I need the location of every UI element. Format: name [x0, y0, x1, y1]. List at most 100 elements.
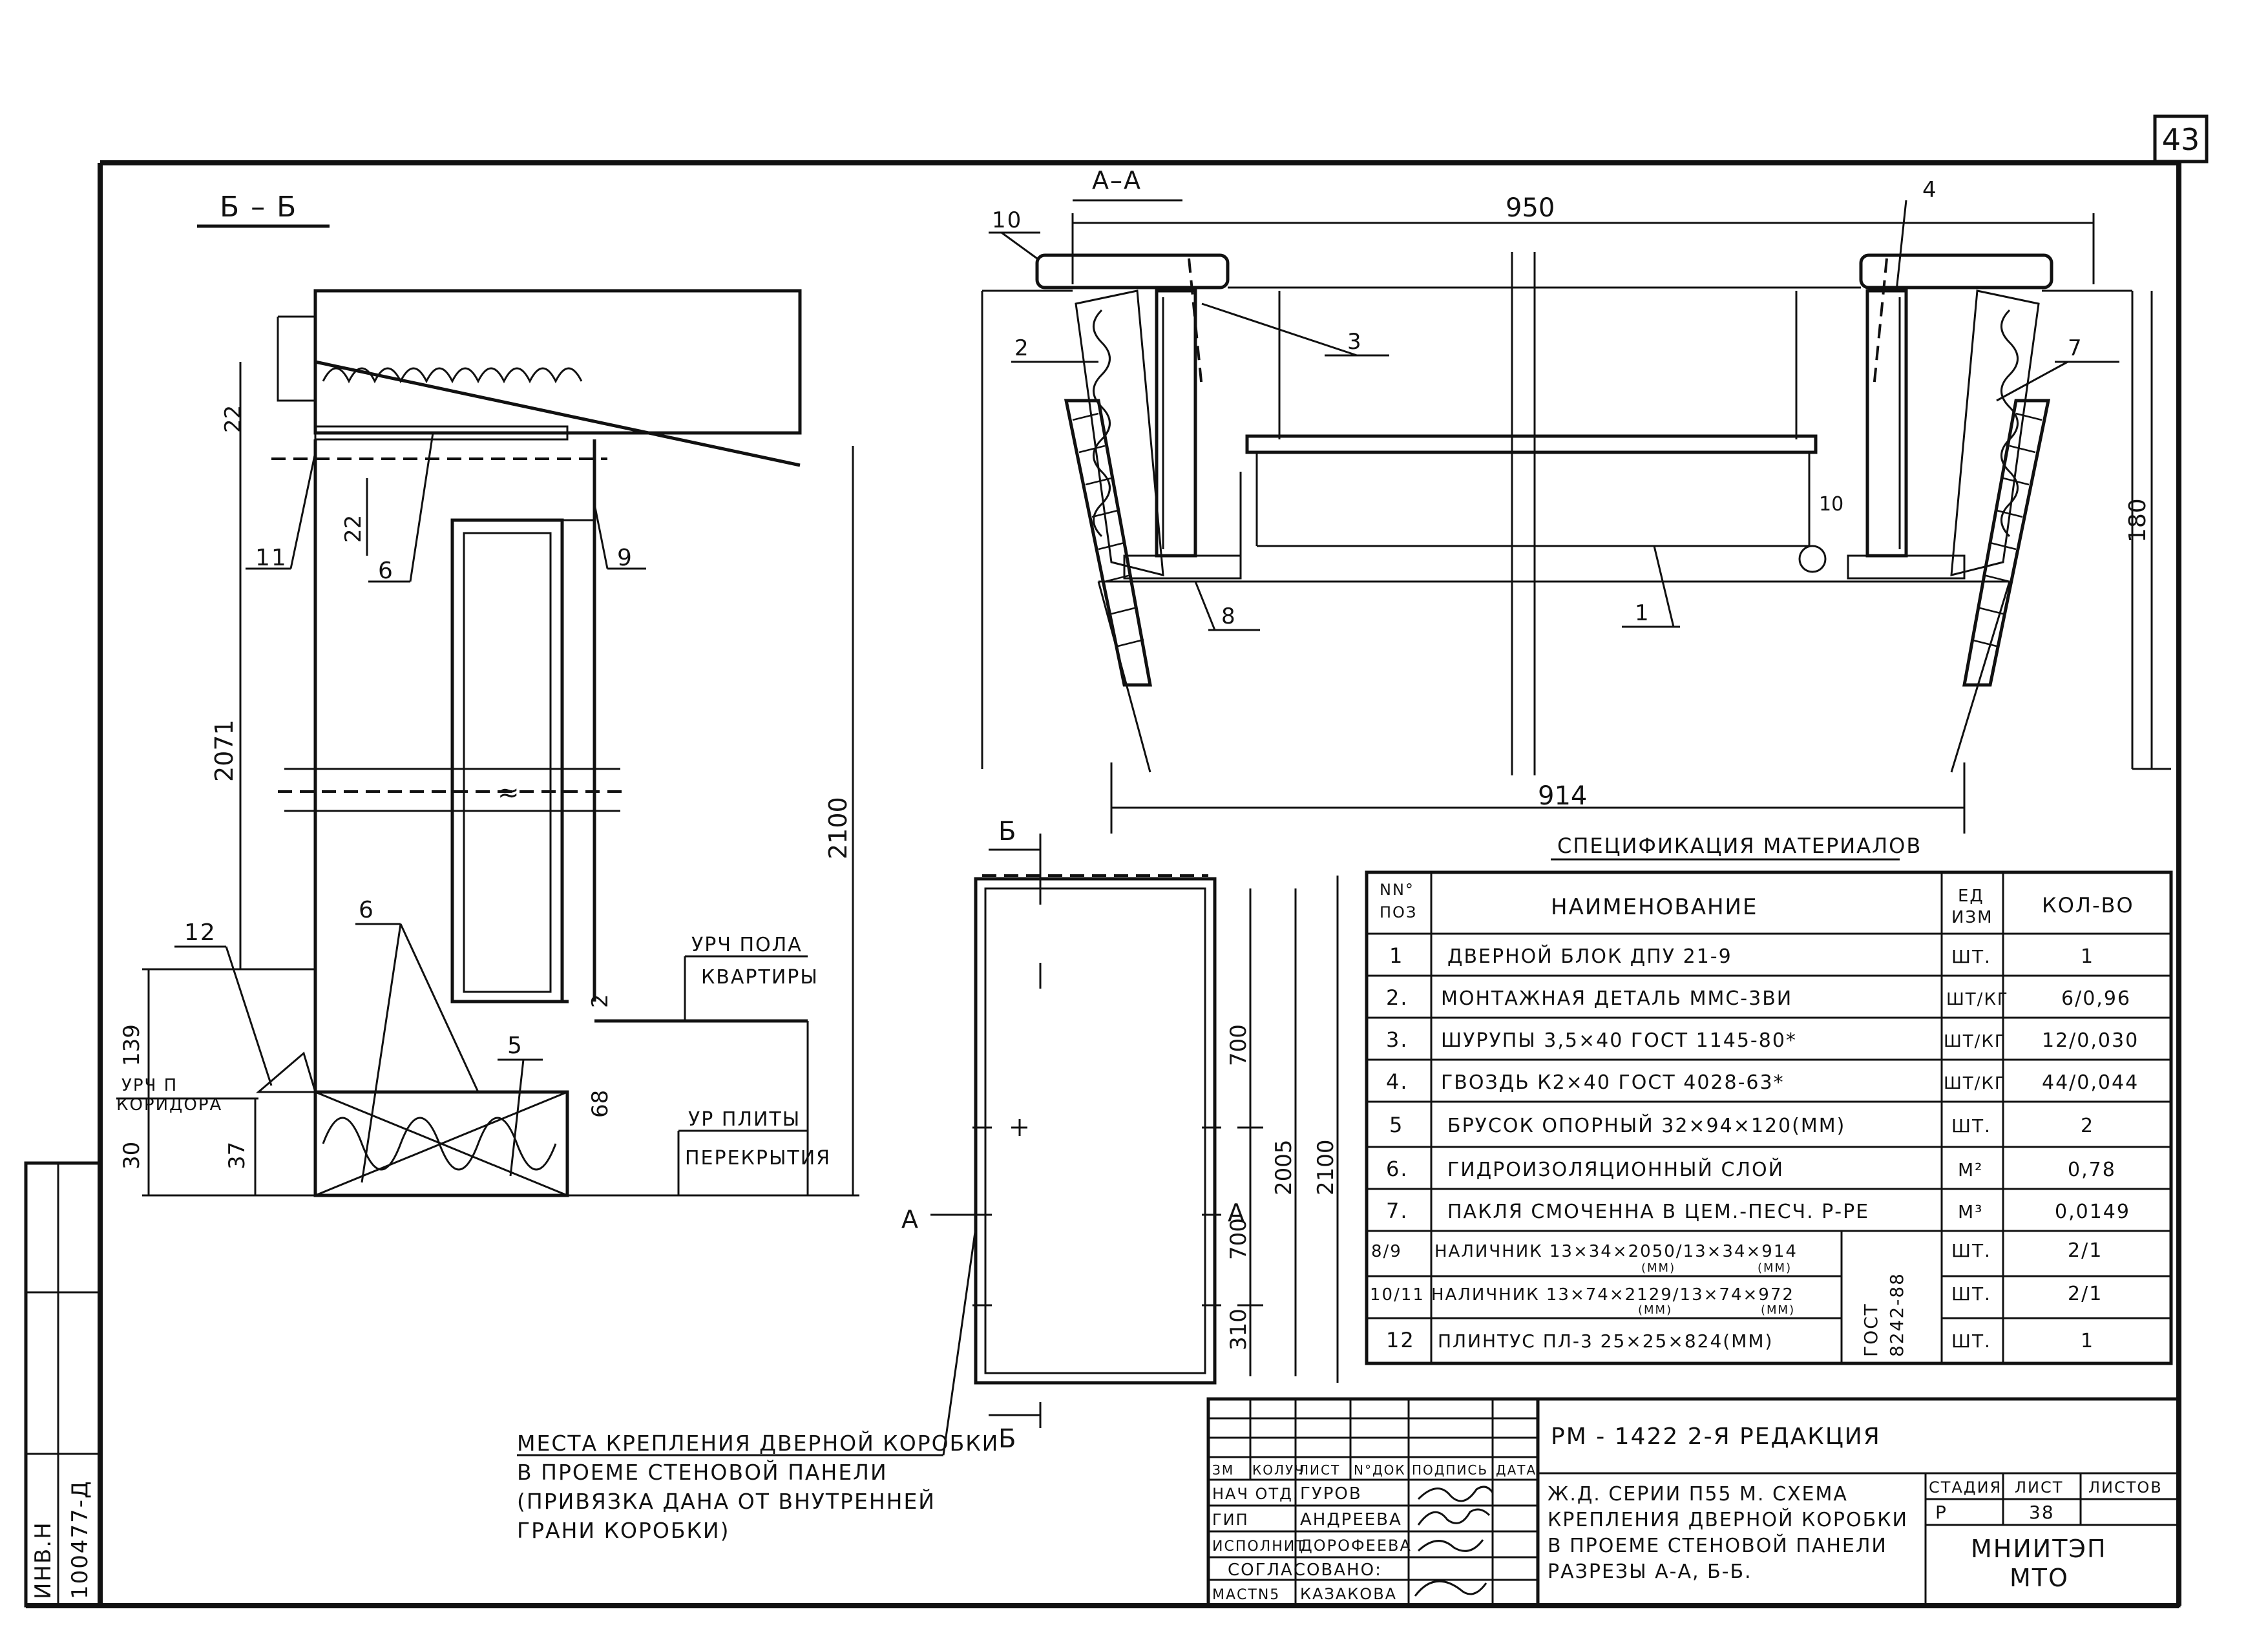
tow-packing — [322, 367, 583, 384]
svg-text:КОЛ-ВО: КОЛ-ВО — [2042, 893, 2134, 918]
svg-text:В ПРОЕМЕ СТЕНОВОЙ ПАНЕЛИ: В ПРОЕМЕ СТЕНОВОЙ ПАНЕЛИ — [1548, 1534, 1887, 1557]
svg-text:М³: М³ — [1958, 1201, 1983, 1223]
door-opening-outline — [974, 877, 1217, 1385]
spec-row: 2. МОНТАЖНАЯ ДЕТАЛЬ ММС-3ВИ ШТ/КГ 6/0,96 — [1386, 985, 2131, 1010]
svg-text:NN°: NN° — [1380, 881, 1414, 899]
svg-text:12/0,030: 12/0,030 — [2042, 1029, 2139, 1052]
materials-spec: СПЕЦИФИКАЦИЯ МАТЕРИАЛОВ NN° ПОЗ НАИМЕНОВ… — [1365, 834, 2173, 1365]
svg-text:6.: 6. — [1386, 1157, 1409, 1181]
spec-row: 7. ПАКЛЯ СМОЧЕННА В ЦЕМ.-ПЕСЧ. Р-РЕ М³ 0… — [1386, 1199, 2130, 1223]
spec-gost: ГОСТ — [1860, 1303, 1882, 1357]
spec-row: 10/11 НАЛИЧНИК 13×74×2129/13×74×972 (ММ)… — [1370, 1283, 2103, 1317]
level-corridor-floor: УРЧ П КОРИДОРА — [116, 1076, 258, 1115]
svg-text:ЕД: ЕД — [1958, 887, 1984, 906]
dim-2: 2 — [587, 994, 613, 1008]
svg-text:ДАТА: ДАТА — [1496, 1462, 1537, 1478]
spec-row: 3. ШУРУПЫ 3,5×40 ГОСТ 1145-80* ШТ/КГ 12/… — [1386, 1027, 2139, 1052]
dim-2100-elev: 2100 — [1313, 1139, 1339, 1195]
dim-22-a: 22 — [220, 405, 246, 433]
doc-code: РМ - 1422 2-Я РЕДАКЦИЯ — [1551, 1423, 1881, 1450]
svg-text:1: 1 — [2081, 1330, 2094, 1352]
svg-text:ЛИСТ: ЛИСТ — [2015, 1478, 2063, 1497]
svg-text:44/0,044: 44/0,044 — [2042, 1071, 2139, 1094]
section-bb-title: Б – Б — [220, 191, 297, 224]
dim-30: 30 — [119, 1142, 145, 1170]
svg-text:2/1: 2/1 — [2068, 1283, 2103, 1305]
dim-37: 37 — [224, 1142, 250, 1170]
svg-text:КОЛУЧ: КОЛУЧ — [1252, 1462, 1305, 1478]
callout-3: 3 — [1347, 329, 1363, 355]
door-elevation: Б А А Б 700 700 310 2005 2100 — [901, 817, 1339, 1454]
svg-text:ИСПОЛНИТ: ИСПОЛНИТ — [1212, 1539, 1306, 1555]
svg-text:3.: 3. — [1386, 1027, 1409, 1052]
svg-text:НАЛИЧНИК 13×34×2050/13×34×914: НАЛИЧНИК 13×34×2050/13×34×914 — [1434, 1242, 1798, 1261]
svg-text:ГРАНИ КОРОБКИ): ГРАНИ КОРОБКИ) — [517, 1518, 730, 1543]
svg-text:ГУРОВ: ГУРОВ — [1300, 1484, 1362, 1504]
agreed-label: СОГЛАСОВАНО: — [1228, 1560, 1382, 1580]
marker-a-left: А — [901, 1205, 919, 1234]
svg-text:ШТ.: ШТ. — [1951, 946, 1991, 967]
signatory-row: НАЧ ОТД. ГУРОВ — [1212, 1484, 1362, 1504]
svg-text:НАЛИЧНИК 13×74×2129/13×74×972: НАЛИЧНИК 13×74×2129/13×74×972 — [1431, 1285, 1794, 1305]
svg-text:ЛИСТОВ: ЛИСТОВ — [2088, 1478, 2163, 1497]
svg-text:(ПРИВЯЗКА ДАНА ОТ ВНУТРЕННЕЙ: (ПРИВЯЗКА ДАНА ОТ ВНУТРЕННЕЙ — [517, 1488, 936, 1514]
mast-label: МАСТN5 — [1212, 1587, 1280, 1603]
svg-text:БРУСОК ОПОРНЫЙ 32×94×120(ММ): БРУСОК ОПОРНЫЙ 32×94×120(ММ) — [1447, 1114, 1845, 1137]
svg-text:Ж.Д. СЕРИИ П55 М. СХЕМА: Ж.Д. СЕРИИ П55 М. СХЕМА — [1548, 1483, 1848, 1506]
callout-11: 11 — [255, 545, 288, 571]
dim-310: 310 — [1226, 1308, 1252, 1350]
svg-text:ШТ.: ШТ. — [1951, 1115, 1991, 1137]
svg-text:ПОДПИСЬ: ПОДПИСЬ — [1412, 1462, 1488, 1478]
svg-text:УРЧ ПОЛА: УРЧ ПОЛА — [691, 934, 803, 956]
svg-text:(ММ): (ММ) — [1641, 1261, 1675, 1275]
callout-9: 9 — [617, 545, 633, 571]
svg-text:6/0,96: 6/0,96 — [2061, 987, 2131, 1010]
section-bb: Б – Б ≈ 22 22 207 — [116, 191, 859, 1197]
svg-text:8/9: 8/9 — [1371, 1242, 1402, 1261]
callout-1: 1 — [1635, 600, 1650, 626]
marker-a-right: А — [1228, 1199, 1246, 1227]
dim-2071: 2071 — [210, 719, 238, 782]
svg-text:2/1: 2/1 — [2068, 1239, 2103, 1262]
callout-6-top: 6 — [378, 558, 394, 584]
svg-text:1: 1 — [1389, 943, 1403, 968]
signature-4 — [1414, 1580, 1487, 1597]
wall-head-block — [313, 289, 802, 435]
svg-text:ЛИСТ: ЛИСТ — [1299, 1462, 1340, 1478]
side-stamp-label: ИНВ.Н — [30, 1521, 56, 1599]
mast-name: КАЗАКОВА — [1300, 1585, 1397, 1603]
svg-text:0,78: 0,78 — [2068, 1159, 2116, 1181]
dim-180: 180 — [2125, 498, 2151, 543]
svg-text:ПЕРЕКРЫТИЯ: ПЕРЕКРЫТИЯ — [685, 1147, 831, 1170]
dim-22-b: 22 — [341, 515, 366, 543]
svg-text:В ПРОЕМЕ СТЕНОВОЙ ПАНЕЛИ: В ПРОЕМЕ СТЕНОВОЙ ПАНЕЛИ — [517, 1459, 888, 1485]
dim-10: 10 — [1819, 493, 1843, 516]
fixing-note: МЕСТА КРЕПЛЕНИЯ ДВЕРНОЙ КОРОБКИ В ПРОЕМЕ… — [517, 1227, 999, 1543]
svg-text:РАЗРЕЗЫ А-А, Б-Б.: РАЗРЕЗЫ А-А, Б-Б. — [1548, 1560, 1752, 1583]
signature-1 — [1417, 1486, 1494, 1502]
spec-title: СПЕЦИФИКАЦИЯ МАТЕРИАЛОВ — [1557, 834, 1922, 858]
svg-text:ПЛИНТУС ПЛ-3 25×25×824(ММ): ПЛИНТУС ПЛ-3 25×25×824(ММ) — [1438, 1330, 1773, 1352]
svg-text:ДОРОФЕЕВА: ДОРОФЕЕВА — [1300, 1537, 1412, 1555]
section-aa-title: А–А — [1092, 166, 1142, 194]
side-stamp: ИНВ.Н 100477-Д — [24, 1161, 102, 1608]
callout-10: 10 — [992, 207, 1022, 233]
svg-text:СТАДИЯ: СТАДИЯ — [1929, 1478, 2002, 1497]
svg-text:(ММ): (ММ) — [1638, 1303, 1672, 1317]
svg-text:МЕСТА КРЕПЛЕНИЯ ДВЕРНОЙ КОРОБК: МЕСТА КРЕПЛЕНИЯ ДВЕРНОЙ КОРОБКИ — [517, 1430, 999, 1456]
svg-text:7.: 7. — [1386, 1199, 1409, 1223]
svg-text:НАИМЕНОВАНИЕ: НАИМЕНОВАНИЕ — [1551, 894, 1758, 920]
door-leaf-plan — [1245, 434, 1818, 454]
side-stamp-number: 100477-Д — [67, 1480, 93, 1599]
section-aa: А–А 950 — [981, 166, 2171, 834]
tow-left — [1093, 309, 1111, 538]
svg-text:ЗМ: ЗМ — [1212, 1462, 1234, 1478]
spec-row: 1 ДВЕРНОЙ БЛОК ДПУ 21-9 ШТ. 1 — [1389, 943, 2093, 968]
svg-text:ДВЕРНОЙ БЛОК ДПУ 21-9: ДВЕРНОЙ БЛОК ДПУ 21-9 — [1447, 945, 1732, 968]
architrave-right — [1859, 253, 2053, 289]
svg-text:ШУРУПЫ 3,5×40 ГОСТ 1145-80*: ШУРУПЫ 3,5×40 ГОСТ 1145-80* — [1441, 1029, 1797, 1052]
dim-2100-bb: 2100 — [824, 797, 852, 859]
svg-text:0,0149: 0,0149 — [2055, 1201, 2130, 1223]
door-leaf-section — [450, 518, 564, 1003]
